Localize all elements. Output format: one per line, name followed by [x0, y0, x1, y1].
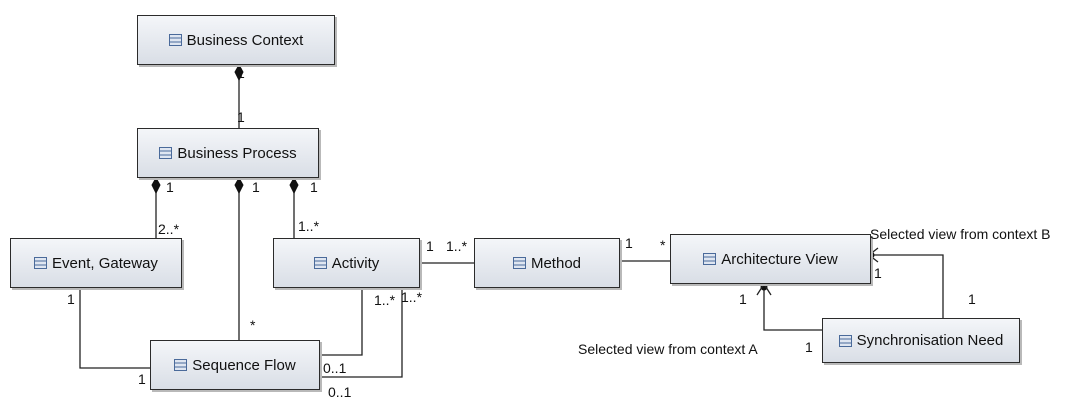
class-icon: [159, 147, 173, 159]
multiplicity-label: 1: [237, 109, 245, 125]
edge-archview-sync-b: [871, 254, 944, 318]
class-icon: [174, 359, 188, 371]
multiplicity-label: 1..*: [401, 289, 423, 305]
class-label: Method: [530, 254, 582, 272]
multiplicity-label: 1: [739, 291, 747, 307]
multiplicity-label: 1..*: [446, 238, 468, 254]
class-activity[interactable]: Activity: [273, 238, 420, 288]
multiplicity-label: 1: [67, 291, 75, 307]
class-icon: [34, 257, 48, 269]
multiplicity-label: 1: [805, 339, 813, 355]
multiplicity-label: 1: [252, 179, 260, 195]
edge-archview-sync-a: [763, 284, 822, 331]
multiplicity-label: 1: [874, 265, 882, 281]
class-sequence-flow[interactable]: Sequence Flow: [150, 340, 320, 390]
composition-diamond: [289, 176, 299, 195]
multiplicity-label: 1: [968, 291, 976, 307]
multiplicity-label: 0..1: [323, 360, 347, 376]
class-icon: [703, 253, 717, 265]
arrowhead: [756, 282, 772, 296]
multiplicity-label: 1: [138, 371, 146, 387]
edge-activity-seqflow-b: [320, 288, 403, 378]
class-icon: [168, 34, 182, 46]
multiplicity-label: *: [250, 317, 256, 333]
class-business-process[interactable]: Business Process: [137, 128, 319, 178]
class-method[interactable]: Method: [474, 238, 620, 288]
multiplicity-label: 1: [426, 238, 434, 254]
multiplicity-label: 0..1: [328, 384, 352, 400]
class-label: Synchronisation Need: [856, 332, 1004, 349]
edge-event-seqflow: [79, 288, 150, 369]
edge-activity-seqflow-a: [320, 288, 363, 356]
class-business-context[interactable]: Business Context: [137, 15, 335, 65]
class-label: Business Context: [186, 31, 304, 49]
multiplicity-label: 1..*: [298, 218, 320, 234]
class-label: Business Process: [177, 144, 297, 162]
composition-diamond: [151, 176, 161, 195]
class-icon: [838, 334, 852, 347]
class-label: Activity: [331, 254, 380, 272]
multiplicity-label: 1: [237, 65, 245, 81]
composition-diamond: [234, 176, 244, 195]
note-context-b: Selected view from context B: [870, 226, 1051, 242]
class-icon: [313, 257, 327, 269]
multiplicity-label: 2..*: [158, 221, 180, 237]
class-event-gateway[interactable]: Event, Gateway: [10, 238, 182, 288]
note-context-a: Selected view from context A: [578, 341, 758, 357]
class-architecture-view[interactable]: Architecture View: [670, 234, 871, 284]
class-icon: [512, 257, 526, 269]
multiplicity-label: *: [660, 237, 666, 253]
class-label: Event, Gateway: [52, 254, 158, 272]
multiplicity-label: 1: [310, 179, 318, 195]
class-synchronisation-need[interactable]: Synchronisation Need: [822, 318, 1020, 363]
composition-diamond: [234, 63, 244, 82]
multiplicity-label: 1: [166, 179, 174, 195]
multiplicity-label: 1: [625, 235, 633, 251]
class-label: Architecture View: [721, 250, 838, 268]
multiplicity-label: 1..*: [374, 292, 396, 308]
class-label: Sequence Flow: [192, 356, 296, 374]
